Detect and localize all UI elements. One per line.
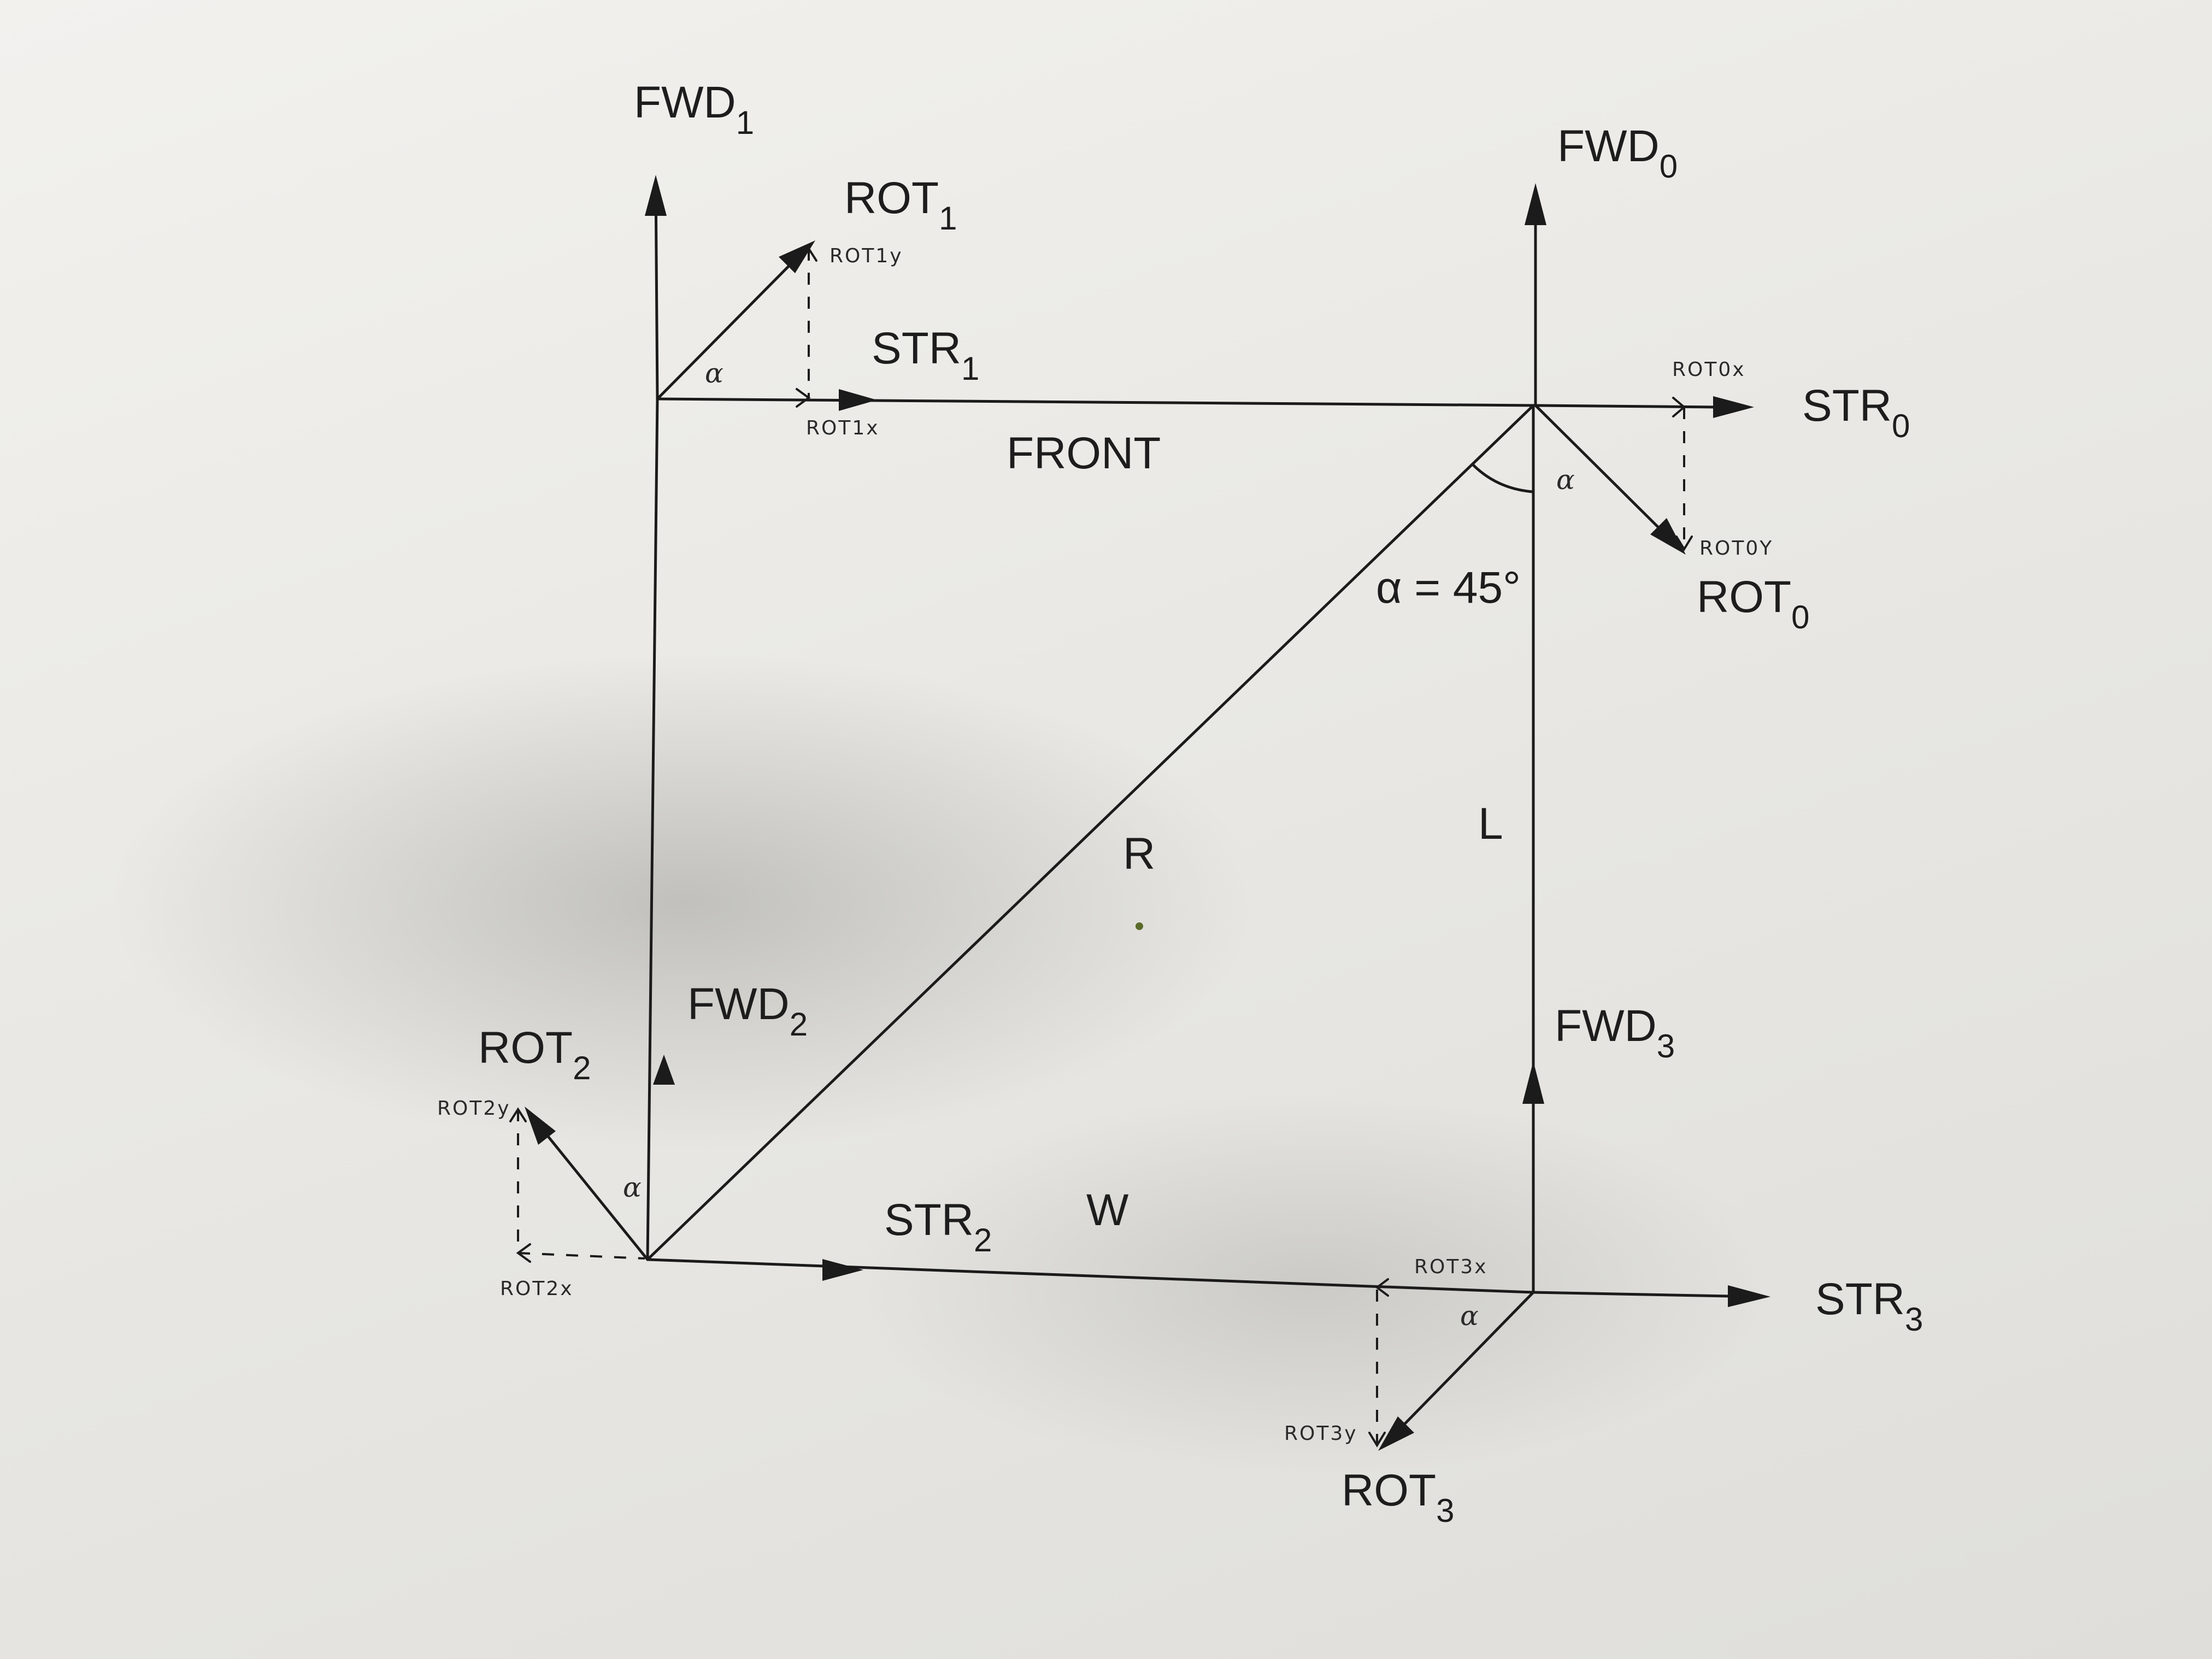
alpha-label-1: α <box>705 357 723 389</box>
str1-label: STR <box>872 323 961 373</box>
str3-label: STR <box>1815 1274 1905 1324</box>
fwd3-arrowhead <box>1522 1061 1544 1104</box>
svg-text:STR2: STR2 <box>884 1195 992 1258</box>
rot2x-label: ROT2x <box>500 1278 574 1300</box>
svg-text:ROT1: ROT1 <box>844 173 957 237</box>
rot1y-label: ROT1y <box>829 245 903 267</box>
component-ticks <box>509 246 1693 1448</box>
fwd2-arrowhead <box>653 1055 675 1085</box>
rot1x-label: ROT1x <box>806 417 880 439</box>
labels: FWD1 FWD0 FWD2 FWD3 STR1 STR0 STR2 STR3 … <box>437 78 1923 1529</box>
rot3y-label: ROT3y <box>1284 1422 1358 1445</box>
alpha-label-3: α <box>1460 1300 1479 1332</box>
rot2-arrowhead <box>525 1107 556 1145</box>
frame <box>646 397 1537 1294</box>
fwd1-sub: 1 <box>736 104 754 141</box>
svg-text:FWD3: FWD3 <box>1555 1001 1675 1064</box>
fwd0-arrowhead <box>1525 183 1546 225</box>
paper-speck <box>1136 922 1143 930</box>
rot1-sub: 1 <box>939 200 957 237</box>
fwd0-sub: 0 <box>1660 148 1678 185</box>
rot1y-tick <box>800 246 817 262</box>
rot0-arrowhead <box>1650 518 1686 555</box>
rot0-label: ROT <box>1697 572 1791 622</box>
rot3x-label: ROT3x <box>1414 1256 1488 1278</box>
svg-text:STR3: STR3 <box>1815 1274 1923 1338</box>
str0-label: STR <box>1802 381 1892 431</box>
svg-text:ROT3: ROT3 <box>1342 1466 1454 1529</box>
diagonal-r <box>646 404 1535 1261</box>
str0-sub: 0 <box>1892 408 1910 444</box>
str2-arrowhead <box>822 1259 863 1281</box>
rot0x-tick <box>1672 397 1686 417</box>
str1-arrowhead <box>839 389 877 411</box>
str0-arrow <box>1534 404 1717 409</box>
rot2-vector <box>531 1116 649 1261</box>
str-arrows <box>822 389 1770 1307</box>
rot3y-tick <box>1368 1432 1386 1448</box>
fwd3-label: FWD <box>1555 1001 1657 1051</box>
rot3-label: ROT <box>1342 1466 1436 1515</box>
fwd-arrows <box>645 175 1546 1104</box>
rot2y-tick <box>509 1107 527 1122</box>
str0-arrowhead <box>1713 396 1754 418</box>
str3-sub: 3 <box>1905 1301 1923 1338</box>
fwd3-sub: 3 <box>1657 1028 1675 1064</box>
alpha-label-2: α <box>623 1172 642 1203</box>
rot3-arrowhead <box>1378 1416 1414 1451</box>
w-label: W <box>1086 1185 1129 1235</box>
svg-text:STR0: STR0 <box>1802 381 1910 444</box>
l-label: L <box>1478 799 1503 849</box>
rot3x-tick <box>1375 1278 1389 1297</box>
rot0-vector <box>1534 404 1676 545</box>
rot1-arrowhead <box>779 240 815 273</box>
rot0y-label: ROT0Y <box>1699 537 1773 560</box>
rot0y-tick <box>1675 536 1693 551</box>
str3-arrow <box>1532 1291 1731 1298</box>
svg-text:STR1: STR1 <box>872 323 979 387</box>
alpha-arc <box>1471 463 1535 493</box>
rot2x-tick <box>516 1243 531 1263</box>
alpha-eq-label: α = 45° <box>1376 563 1521 613</box>
rot-vectors <box>517 240 1686 1451</box>
str2-sub: 2 <box>974 1222 992 1258</box>
rot2-label: ROT <box>478 1023 573 1073</box>
svg-text:ROT0: ROT0 <box>1697 572 1809 636</box>
svg-text:FWD0: FWD0 <box>1557 121 1678 185</box>
rot3-vector <box>1389 1291 1535 1440</box>
fwd1-arrowhead <box>645 175 667 216</box>
left-edge <box>646 397 659 1261</box>
svg-text:FWD2: FWD2 <box>687 979 808 1043</box>
rot2y-label: ROT2y <box>437 1097 511 1120</box>
front-label: FRONT <box>1007 428 1161 478</box>
rot2x-dashed <box>517 1252 645 1260</box>
fwd1-arrow <box>654 179 659 401</box>
bottom-edge-w <box>646 1258 1535 1294</box>
rot0x-label: ROT0x <box>1672 358 1746 381</box>
svg-text:FWD1: FWD1 <box>634 78 754 141</box>
r-label: R <box>1123 829 1155 879</box>
fwd2-sub: 2 <box>790 1006 808 1043</box>
str3-arrowhead <box>1728 1285 1770 1307</box>
rot1-label: ROT <box>844 173 939 223</box>
rot1-vector <box>657 247 808 399</box>
fwd1-label: FWD <box>634 78 736 127</box>
svg-text:ROT2: ROT2 <box>478 1023 591 1086</box>
rot1x-tick <box>796 388 811 408</box>
str2-label: STR <box>884 1195 974 1245</box>
fwd2-label: FWD <box>687 979 790 1029</box>
rot3-sub: 3 <box>1436 1492 1454 1529</box>
front-edge <box>656 397 1537 407</box>
rot2-sub: 2 <box>573 1050 591 1086</box>
rot0-sub: 0 <box>1791 599 1809 636</box>
fwd0-label: FWD <box>1557 121 1660 171</box>
str1-sub: 1 <box>961 350 979 387</box>
alpha-label-0: α <box>1556 464 1575 496</box>
